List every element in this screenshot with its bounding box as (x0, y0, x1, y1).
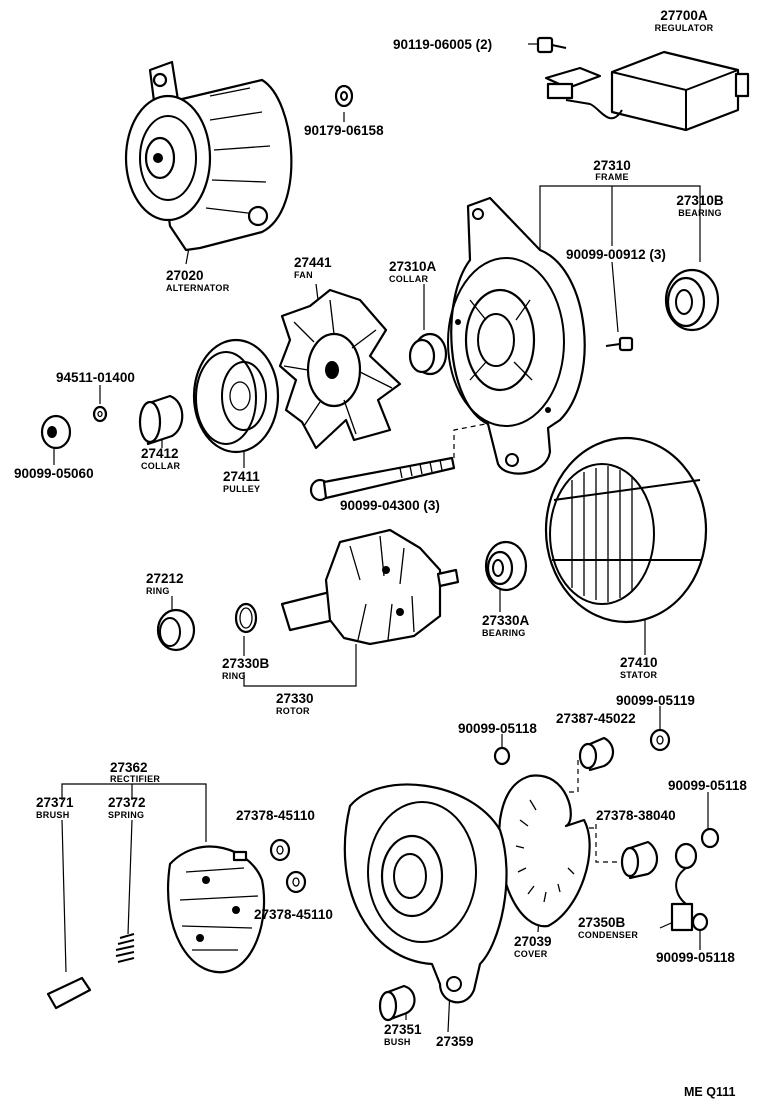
label-rectifier-name: RECTIFIER (110, 774, 160, 784)
through-bolt-drawing (309, 456, 456, 502)
label-rotor-number: 27330 (276, 691, 314, 706)
regulator-screw-drawing (536, 36, 567, 54)
label-bearing-rear-name: BEARING (482, 628, 526, 638)
label-collar-a-name: COLLAR (389, 274, 428, 284)
ring-27330b-drawing (234, 602, 258, 634)
nut-5118a-drawing (493, 746, 511, 766)
label-insulator-45110b-number: 27378-45110 (254, 907, 333, 922)
label-rectifier-number: 27362 (110, 760, 148, 775)
insulator-38040-drawing (620, 840, 659, 880)
nut-5118c-drawing (691, 912, 709, 932)
label-bush-name: BUSH (384, 1037, 411, 1047)
frame-drawing (447, 196, 586, 475)
label-rotor-name: ROTOR (276, 706, 310, 716)
collar-27412-drawing (138, 394, 184, 446)
label-alternator-number: 27020 (166, 268, 204, 283)
label-nut-5119-number: 90099-05119 (616, 693, 695, 708)
regulator-drawing (544, 50, 750, 132)
label-bearing-rear-number: 27330A (482, 613, 530, 628)
label-through-bolt-number: 90099-04300 (3) (340, 498, 440, 513)
cover-drawing (498, 774, 591, 928)
label-brush-number: 27371 (36, 795, 74, 810)
label-nut-5118c-number: 90099-05118 (656, 950, 735, 965)
label-fan-number: 27441 (294, 255, 332, 270)
label-collar-name: COLLAR (141, 461, 180, 471)
label-frame-screw-number: 90099-00912 (3) (566, 247, 666, 262)
label-condenser-number: 27350B (578, 915, 626, 930)
label-spring-name: SPRING (108, 810, 144, 820)
label-ring-b-number: 27330B (222, 656, 270, 671)
collar-27310a-drawing (408, 332, 448, 376)
nut-pulley-drawing (40, 414, 72, 450)
label-ring-b-name: RING (222, 671, 246, 681)
label-alternator-name: ALTERNATOR (166, 283, 230, 293)
nut-5119-drawing (649, 728, 671, 752)
label-condenser-name: CONDENSER (578, 930, 638, 940)
rear-frame-drawing (343, 783, 508, 1004)
label-ring-number: 27212 (146, 571, 184, 586)
bush-drawing (378, 984, 416, 1022)
brush-drawing (46, 976, 92, 1010)
label-nut-top-number: 90179-06158 (304, 123, 384, 138)
label-cover-name: COVER (514, 949, 548, 959)
label-insulator-45022-number: 27387-45022 (556, 711, 636, 726)
label-bearing-front-number: 27310B (676, 193, 724, 208)
label-rear-frame-number: 27359 (436, 1034, 474, 1049)
stator-drawing (544, 436, 708, 624)
label-insulator-38040-number: 27378-38040 (596, 808, 676, 823)
insulator-45110b-drawing (285, 870, 307, 894)
ring-27212-drawing (156, 608, 196, 652)
condenser-drawing (670, 842, 698, 932)
label-frame-number: 27310 (593, 158, 631, 173)
washer-drawing (92, 405, 108, 423)
label-regulator-number: 27700A (660, 8, 708, 23)
label-bush-number: 27351 (384, 1022, 422, 1037)
pulley-drawing (192, 338, 280, 454)
label-washer-number: 94511-01400 (56, 370, 135, 385)
label-nut-5118b-number: 90099-05118 (668, 778, 747, 793)
label-ring-name: RING (146, 586, 170, 596)
label-collar-a-number: 27310A (389, 259, 437, 274)
insulator-45110a-drawing (269, 838, 291, 862)
bearing-front-drawing (664, 268, 720, 332)
label-reg-screw-number: 90119-06005 (2) (393, 37, 492, 52)
label-fan-name: FAN (294, 270, 313, 280)
label-stator-number: 27410 (620, 655, 658, 670)
label-pulley-name: PULLEY (223, 484, 260, 494)
label-nut-5118a-number: 90099-05118 (458, 721, 537, 736)
label-pulley-number: 27411 (223, 469, 260, 484)
label-frame-name: FRAME (595, 172, 629, 182)
label-regulator-name: REGULATOR (655, 23, 714, 33)
frame-screw-drawing (605, 336, 634, 352)
label-bearing-front-name: BEARING (678, 208, 722, 218)
label-brush-name: BRUSH (36, 810, 70, 820)
rectifier-drawing (166, 845, 266, 974)
alternator-drawing (124, 60, 293, 252)
label-insulator-45110a-number: 27378-45110 (236, 808, 315, 823)
label-nut-pulley-number: 90099-05060 (14, 466, 94, 481)
nut-5118b-drawing (700, 827, 720, 849)
label-stator-name: STATOR (620, 670, 657, 680)
rotor-drawing (280, 528, 460, 646)
footer-code: ME Q111 (684, 1085, 735, 1099)
label-spring-number: 27372 (108, 795, 146, 810)
fan-drawing (278, 288, 402, 450)
bearing-rear-drawing (484, 540, 528, 592)
part-labels: 27700A REGULATOR 90119-06005 (2) 90179-0… (14, 8, 747, 1099)
insulator-45022-drawing (578, 736, 615, 772)
label-cover-number: 27039 (514, 934, 552, 949)
spring-drawing (115, 933, 135, 963)
nut-90179-drawing (334, 84, 354, 108)
label-collar-number: 27412 (141, 446, 179, 461)
